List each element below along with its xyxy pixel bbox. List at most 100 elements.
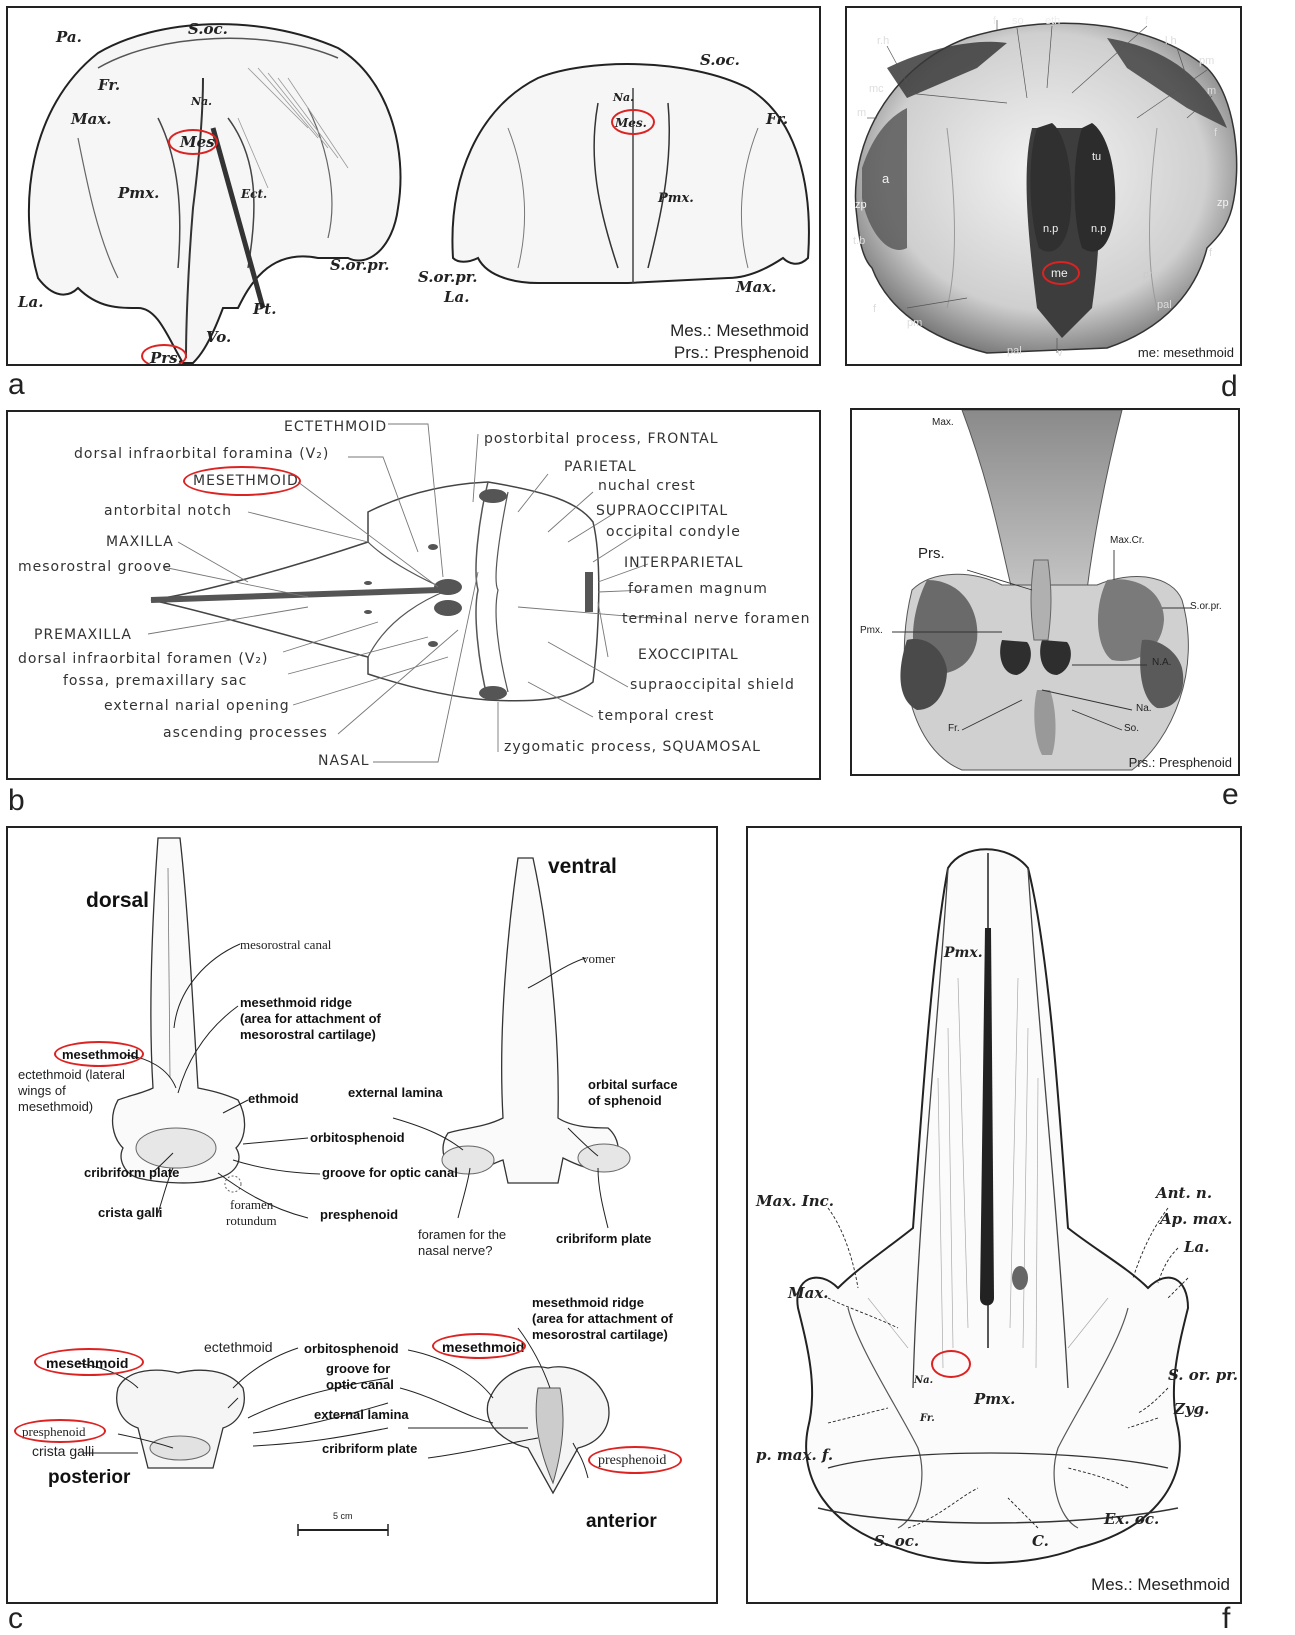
c-ethmoid: ethmoid	[248, 1092, 299, 1105]
b-label-temporal-crest: temporal crest	[598, 709, 714, 723]
c-mesethmoid-ridge-3: mesorostral cartilage)	[240, 1028, 376, 1041]
c-foramen-nasal-2: nasal nerve?	[418, 1244, 492, 1257]
b-label-supraoccipital: SUPRAOCCIPITAL	[596, 504, 728, 518]
a-label-pa: Pa.	[56, 30, 82, 45]
panel-label-f: f	[1222, 1604, 1230, 1634]
c-external-lamina: external lamina	[348, 1086, 443, 1099]
f-label-soc: S. oc.	[874, 1534, 919, 1549]
c-bottom-cribriform: cribriform plate	[322, 1442, 417, 1455]
f-label-la: La.	[1184, 1240, 1210, 1255]
f-label-c: C.	[1032, 1534, 1049, 1549]
b-label-exoccipital: EXOCCIPITAL	[638, 648, 739, 662]
d-label-pal2: pal	[1007, 346, 1022, 357]
d-label-zp1: zp	[855, 200, 867, 211]
f-label-zyg: Zyg.	[1174, 1402, 1209, 1417]
b-label-mesorostral-groove: mesorostral groove	[18, 560, 172, 574]
e-caption: Prs.: Presphenoid	[1032, 752, 1232, 774]
e-label-fr: Fr.	[948, 724, 960, 734]
a-caption: Mes.: Mesethmoid Prs.: Presphenoid	[609, 320, 809, 364]
b-label-nasal: NASAL	[318, 754, 370, 768]
d-label-pm2: pm	[1143, 270, 1158, 281]
a-label-la: La.	[18, 295, 44, 310]
d-label-m1: m	[857, 108, 866, 119]
a-caption-line2: Prs.: Presphenoid	[609, 342, 809, 364]
d-label-f2: f	[1145, 16, 1148, 27]
b-label-maxilla: MAXILLA	[106, 535, 174, 549]
a-right-label-soc: S.oc.	[700, 53, 740, 68]
panel-b: ECTETHMOID dorsal infraorbital foramina …	[6, 410, 821, 780]
e-label-max: Max.	[932, 418, 954, 428]
c-bottom-crista: crista galli	[32, 1444, 94, 1458]
d-label-rh: r.h	[877, 36, 889, 47]
c-foramen-rotundum-1: foramen	[230, 1198, 273, 1211]
c-orbitosphenoid: orbitosphenoid	[310, 1131, 405, 1144]
c-ventral-title: ventral	[548, 856, 617, 877]
c-bottom-ectethmoid: ectethmoid	[204, 1340, 272, 1354]
c-bottom-ridge-3: mesorostral cartilage)	[532, 1328, 668, 1341]
a-prs-highlight-circle	[141, 344, 187, 366]
c-bottom-ridge-2: (area for attachment of	[532, 1312, 673, 1325]
f-mes-highlight-circle	[931, 1350, 971, 1378]
d-label-mc: mc	[869, 84, 884, 95]
b-label-interparietal: INTERPARIETAL	[624, 556, 743, 570]
e-label-pmx: Pmx.	[860, 626, 883, 636]
a-right-mes-highlight-circle	[611, 109, 655, 135]
b-label-postorbital: postorbital process, FRONTAL	[484, 432, 719, 446]
a-label-max: Max.	[71, 112, 112, 127]
a-caption-line1: Mes.: Mesethmoid	[609, 320, 809, 342]
c-anterior-title: anterior	[586, 1512, 657, 1531]
a-label-ect: Ect.	[241, 188, 267, 200]
b-label-fossa-premaxillary: fossa, premaxillary sac	[63, 674, 247, 688]
c-ectethmoid-1: ectethmoid (lateral	[18, 1068, 125, 1081]
d-label-f1: f	[993, 16, 996, 27]
c-scale-label: 5 cm	[333, 1512, 353, 1521]
d-label-eth: eth	[1045, 16, 1060, 27]
e-label-so: So.	[1124, 724, 1139, 734]
b-label-zygomatic-process: zygomatic process, SQUAMOSAL	[504, 740, 761, 754]
c-cribriform-right: cribriform plate	[556, 1232, 651, 1245]
b-mesethmoid-highlight-circle	[183, 466, 301, 496]
d-label-zp2: zp	[1217, 198, 1229, 209]
panel-c: dorsal ventral mesorostral canal vomer m…	[6, 826, 718, 1604]
b-label-nuchal-crest: nuchal crest	[598, 479, 696, 493]
d-label-pal1: pal	[1157, 300, 1172, 311]
d-label-pm3: pm	[907, 318, 922, 329]
c-bottom-ridge-1: mesethmoid ridge	[532, 1296, 644, 1309]
d-label-f5: f	[873, 304, 876, 315]
f-label-max-inc: Max. Inc.	[756, 1194, 834, 1209]
b-label-foramen-magnum: foramen magnum	[628, 582, 768, 596]
f-label-max: Max.	[788, 1286, 829, 1301]
a-right-label-max: Max.	[736, 280, 777, 295]
c-mesorostral-canal: mesorostral canal	[240, 938, 331, 951]
f-label-ap-max: Ap. max.	[1160, 1212, 1232, 1227]
c-mesethmoid-ridge-1: mesethmoid ridge	[240, 996, 352, 1009]
panel-f: Pmx. Max. Inc. Ant. n. Ap. max. La. Max.…	[746, 826, 1242, 1604]
a-right-label-la: La.	[444, 290, 470, 305]
panel-label-c: c	[8, 1604, 23, 1634]
d-label-lh: l.h	[1165, 36, 1177, 47]
f-label-ant-n: Ant. n.	[1156, 1186, 1212, 1201]
a-right-label-pmx: Pmx.	[658, 192, 694, 205]
c-orbital-surface-1: orbital surface	[588, 1078, 678, 1091]
c-bottom-groove-2: optic canal	[326, 1378, 394, 1391]
f-label-pmx-top: Pmx.	[944, 946, 983, 960]
panel-a: Pa. S.oc. Fr. Na. Max. Mes. Pmx. Ect. S.…	[6, 6, 821, 366]
f-label-pmaxf: p. max. f.	[756, 1448, 833, 1463]
a-right-label-fr: Fr.	[766, 112, 788, 127]
c-foramen-rotundum-2: rotundum	[226, 1214, 277, 1227]
a-right-label-sorpr: S.or.pr.	[418, 270, 478, 285]
c-bottom-presphenoid-right-highlight-circle	[588, 1446, 682, 1474]
b-label-occipital-condyle: occipital condyle	[606, 525, 741, 539]
c-presphenoid: presphenoid	[320, 1208, 398, 1221]
panel-label-a: a	[8, 370, 25, 400]
a-label-na: Na.	[191, 96, 212, 107]
c-mesethmoid-ridge-2: (area for attachment of	[240, 1012, 381, 1025]
b-label-ascending-processes: ascending processes	[163, 726, 328, 740]
b-label-external-narial: external narial opening	[104, 699, 290, 713]
e-label-maxcr: Max.Cr.	[1110, 536, 1144, 546]
c-bottom-mesethmoid-right-highlight-circle	[432, 1333, 526, 1359]
panel-label-b: b	[8, 786, 25, 816]
c-foramen-nasal-1: foramen for the	[418, 1228, 506, 1241]
panel-e-photo	[852, 410, 1240, 776]
a-label-pmx: Pmx.	[118, 186, 159, 201]
